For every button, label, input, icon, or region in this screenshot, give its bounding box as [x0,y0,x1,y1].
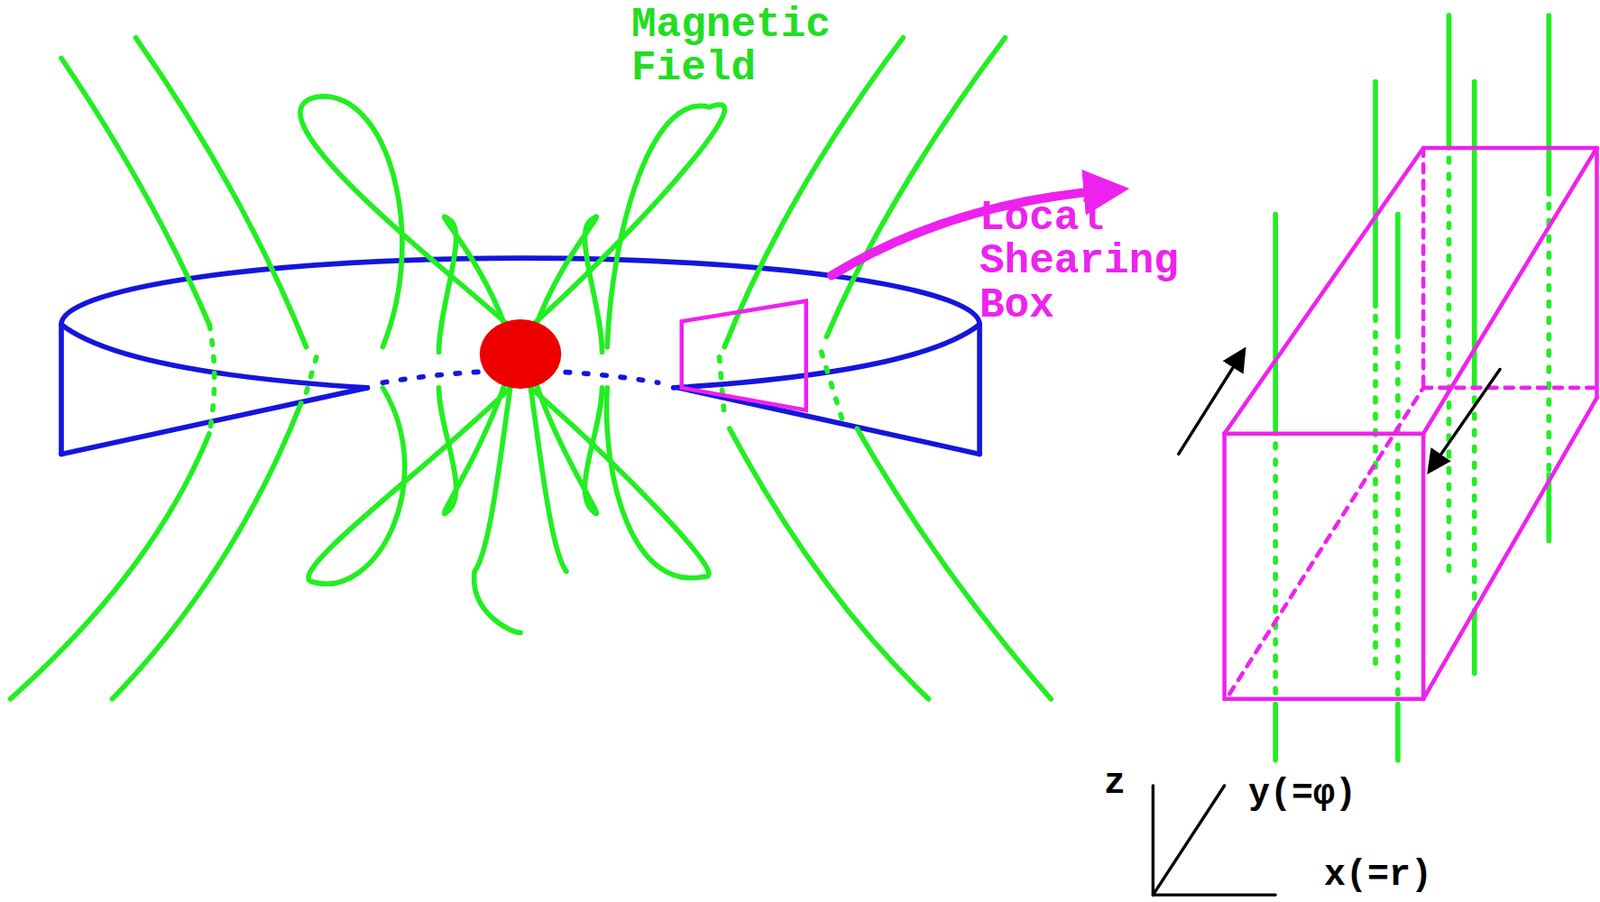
shear-arrow [1430,369,1500,470]
box-label: Local Shearing Box [979,196,1251,328]
axis-label: y(=φ) [1248,775,1429,814]
shear-arrow [1178,351,1243,454]
shearing-box-3d [1224,147,1598,699]
axis-label: z [1103,764,1159,803]
central-star [479,319,561,389]
shearing-box-outline [681,301,807,411]
disk [61,257,980,454]
field-label: Magnetic Field [631,3,920,92]
axis-label: x(=r) [1324,856,1505,895]
field-lines [9,37,1051,699]
